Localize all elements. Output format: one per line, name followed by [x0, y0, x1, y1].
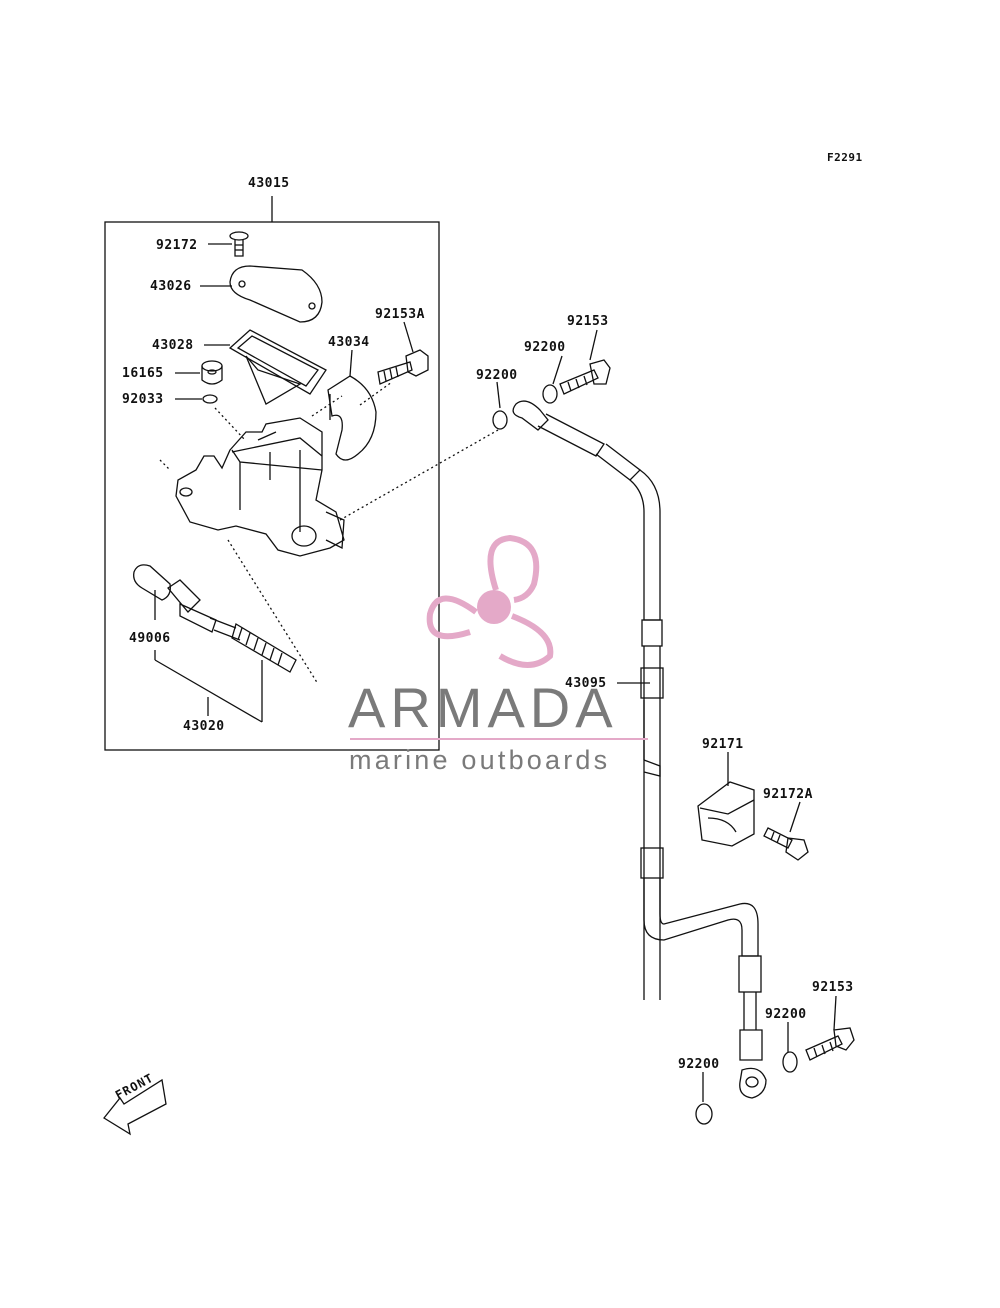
part-label-92200-a[interactable]: 92200 [524, 340, 566, 355]
cover-43026 [229, 265, 323, 323]
watermark-tagline: marine outboards [349, 745, 611, 775]
part-label-92153-bottom[interactable]: 92153 [812, 980, 854, 995]
part-label-43095[interactable]: 43095 [565, 676, 607, 691]
bolt-92153-bottom [805, 1027, 855, 1061]
washer-92200-a [542, 384, 558, 404]
bolt-92172A [763, 827, 809, 861]
washer-92200-c [782, 1051, 798, 1073]
clamp-92171 [697, 781, 755, 847]
part-label-16165[interactable]: 16165 [122, 366, 164, 381]
part-label-92200-c[interactable]: 92200 [765, 1007, 807, 1022]
screw-92172 [229, 231, 249, 257]
part-label-43020[interactable]: 43020 [183, 719, 225, 734]
washer-92200-d [695, 1103, 713, 1125]
bushing-16165 [201, 360, 223, 385]
piston-kit [133, 564, 297, 673]
front-arrow-icon [103, 1078, 167, 1136]
clamp-43034 [327, 375, 377, 461]
part-label-92153A[interactable]: 92153A [375, 307, 425, 322]
part-label-92172[interactable]: 92172 [156, 238, 198, 253]
diagram-code: F2291 [827, 151, 863, 164]
part-label-92200-b[interactable]: 92200 [476, 368, 518, 383]
bolt-92153-top [559, 359, 611, 395]
master-cylinder-body [175, 417, 345, 557]
assembly-box [104, 221, 440, 751]
washer-92200-b [492, 410, 508, 430]
part-label-43028[interactable]: 43028 [152, 338, 194, 353]
oring-92033 [202, 394, 218, 404]
part-label-49006[interactable]: 49006 [129, 631, 171, 646]
watermark-name: ARMADA [348, 676, 618, 739]
armada-logo-icon [426, 534, 554, 668]
part-label-92200-d[interactable]: 92200 [678, 1057, 720, 1072]
part-label-92033[interactable]: 92033 [122, 392, 164, 407]
part-label-92171[interactable]: 92171 [702, 737, 744, 752]
part-label-92153-top[interactable]: 92153 [567, 314, 609, 329]
brake-hose-43095 [512, 400, 767, 1099]
bolt-92153A [377, 349, 429, 385]
part-label-43015[interactable]: 43015 [248, 176, 290, 191]
part-label-43026[interactable]: 43026 [150, 279, 192, 294]
part-label-92172A[interactable]: 92172A [763, 787, 813, 802]
part-label-43034[interactable]: 43034 [328, 335, 370, 350]
diaphragm-43028 [228, 329, 327, 405]
